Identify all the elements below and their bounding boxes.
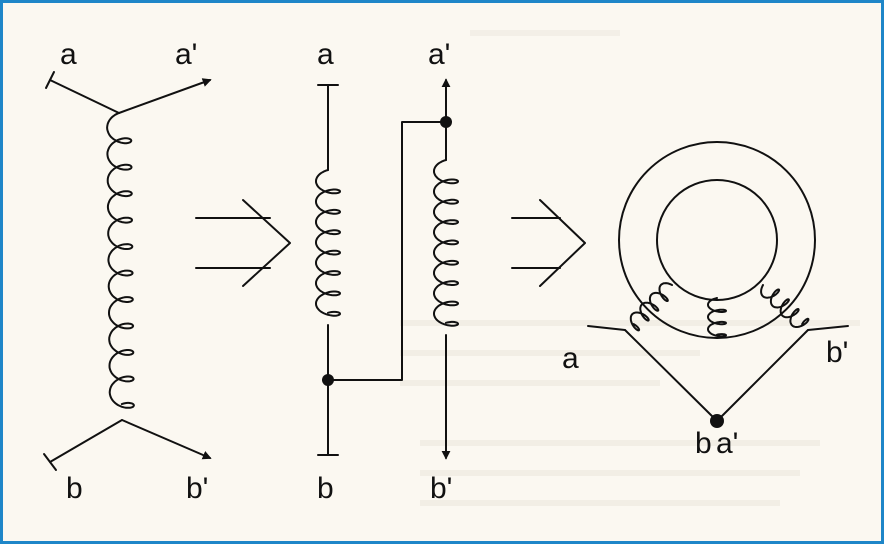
toroid-inner-ring <box>656 179 778 301</box>
label-p2-b: b <box>317 472 334 505</box>
panel-3-toroid <box>587 141 849 422</box>
lead-left <box>587 325 626 331</box>
junction-dot-toroid-bottom <box>710 414 724 428</box>
background-show-through <box>400 30 860 506</box>
label-p1-a-prime: a' <box>175 38 197 71</box>
panel-2-separated-coils <box>315 78 459 460</box>
implies-arrow-2 <box>511 199 586 287</box>
lead-right <box>807 325 849 331</box>
label-p2-b-prime: b' <box>430 472 452 505</box>
wire-b-prime <box>121 419 212 460</box>
label-p3-a-prime: a' <box>716 427 738 460</box>
junction-dot-coil1-bottom <box>322 374 334 386</box>
coil-3 <box>433 159 459 327</box>
label-p3-a: a <box>562 342 579 375</box>
label-p3-b-prime: b' <box>826 336 848 369</box>
wire-b <box>49 419 123 463</box>
label-p1-a: a <box>60 38 77 71</box>
coil-1 <box>106 112 135 409</box>
toroid-coil-right <box>760 284 810 328</box>
label-p1-b: b <box>66 472 83 505</box>
implies-arrow-1 <box>195 199 291 287</box>
toroid-coil-left <box>629 282 673 332</box>
junction-dot-coil2-top <box>440 116 452 128</box>
label-p2-a: a <box>317 38 334 71</box>
panel-1-coupled-coil <box>43 71 212 471</box>
wire-a-prime <box>118 78 212 114</box>
toroid-coil-bottom <box>707 297 727 338</box>
tick-a <box>45 71 55 89</box>
lead-right-to-node <box>716 329 809 422</box>
tick-b <box>43 453 57 471</box>
label-p3-b: b <box>695 427 712 460</box>
wire-a <box>49 79 120 114</box>
label-p1-b-prime: b' <box>186 472 208 505</box>
label-p2-a-prime: a' <box>428 38 450 71</box>
toroid-outer-ring <box>618 141 816 339</box>
cross-connection <box>327 121 447 381</box>
lead-left-to-node <box>624 329 718 422</box>
coil-2 <box>315 169 341 317</box>
